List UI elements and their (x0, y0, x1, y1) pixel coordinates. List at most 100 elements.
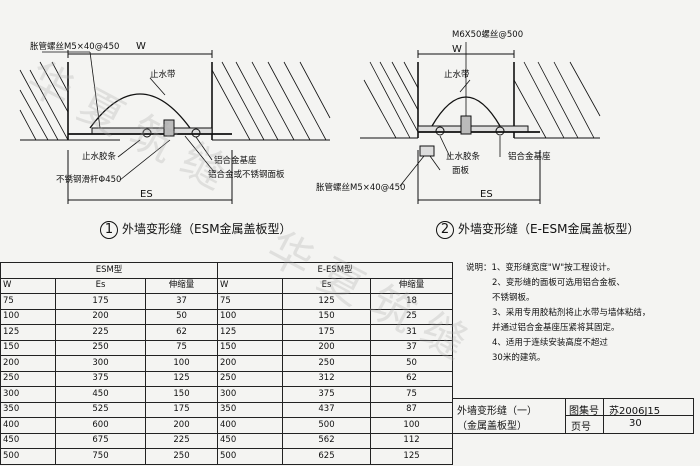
table-cell: 300 (217, 386, 284, 403)
table-cell: 450 (0, 432, 56, 449)
fig1-waterstop-label: 止水带 (150, 70, 176, 80)
table-cell: 125 (217, 324, 284, 341)
table-cell: 250 (282, 355, 372, 372)
table-cell: 150 (144, 386, 219, 403)
table-cell: 175 (144, 401, 219, 418)
fig2-number: 2 (436, 220, 454, 239)
table-cell: 400 (217, 417, 284, 434)
col-header: W (0, 277, 56, 294)
note-item: 不锈钢板。 (492, 293, 535, 303)
table-cell: 375 (55, 370, 146, 387)
table-cell: 500 (282, 417, 372, 434)
table-cell: 200 (217, 355, 284, 372)
table-cell: 50 (370, 355, 454, 372)
table-cell: 312 (282, 370, 372, 387)
table-cell: 112 (370, 432, 454, 449)
note-item: 3、采用专用胶粘剂将止水带与墙体粘结， (492, 308, 651, 318)
table-cell: 200 (0, 355, 56, 372)
fig1-w-label: W (136, 41, 146, 52)
fig2-w-label: W (452, 44, 462, 55)
table-cell: 125 (0, 324, 56, 341)
table-cell: 350 (0, 401, 56, 418)
note-item: 4、适用于连续安装高度不超过 (492, 338, 608, 348)
atlas-label: 图集号 (569, 406, 599, 417)
note-item: 2、变形缝的面板可选用铝合金板、 (492, 278, 625, 288)
table-cell: 50 (144, 308, 219, 325)
fig1-bolt-label: 胀管螺丝M5×40@450 (30, 42, 120, 52)
table-cell: 250 (0, 370, 56, 387)
table-cell: 250 (217, 370, 284, 387)
table-cell: 75 (0, 293, 56, 310)
fig2-caption-text: 外墙变形缝（E-ESM金属盖板型） (458, 222, 640, 236)
table-cell: 675 (55, 432, 146, 449)
fig1-es-label: ES (140, 189, 153, 200)
table-cell: 18 (370, 293, 454, 310)
page-label: 页号 (571, 422, 591, 433)
fig2-caption: 2 外墙变形缝（E-ESM金属盖板型） (436, 220, 639, 239)
title-line-1: 外墙变形缝（一） (457, 406, 537, 417)
table-cell: 75 (144, 339, 219, 356)
table-cell: 150 (0, 339, 56, 356)
fig1-rod-label: 不锈钢滑杆Φ450 (56, 175, 122, 185)
page-value: 30 (629, 418, 642, 429)
table-cell: 62 (370, 370, 454, 387)
table-cell: 600 (55, 417, 146, 434)
col-header: Es (55, 277, 146, 294)
table-cell: 175 (55, 293, 146, 310)
group-esm: ESM型 (0, 262, 219, 279)
title-block: 外墙变形缝（一） （金属盖板型） 图集号 苏2006J15 页号 30 (452, 398, 694, 434)
fig2-waterstop-label: 止水带 (444, 70, 470, 80)
table-cell: 300 (55, 355, 146, 372)
col-header: W (217, 277, 284, 294)
fig2-es-label: ES (480, 189, 493, 200)
table-cell: 625 (282, 448, 372, 465)
fig2-strip-label: 止水胶条 (446, 152, 481, 162)
note-item: 并通过铝合金基座压紧将其固定。 (492, 323, 620, 333)
table-cell: 37 (370, 339, 454, 356)
atlas-value: 苏2006J15 (609, 406, 661, 417)
table-cell: 100 (370, 417, 454, 434)
fig2-base-label: 铝合金基座 (508, 152, 551, 162)
table-cell: 62 (144, 324, 219, 341)
table-cell: 100 (0, 308, 56, 325)
table-cell: 400 (0, 417, 56, 434)
col-header: 伸缩量 (144, 277, 219, 294)
table-cell: 100 (217, 308, 284, 325)
fig1-strip-label: 止水胶条 (82, 152, 117, 162)
notes: 说明：1、变形缝宽度"W"按工程设计。 2、变形缝的面板可选用铝合金板、 不锈钢… (466, 261, 650, 366)
table-cell: 37 (144, 293, 219, 310)
col-header: Es (282, 277, 372, 294)
table-cell: 500 (217, 448, 284, 465)
table-cell: 31 (370, 324, 454, 341)
table-cell: 125 (370, 448, 454, 465)
table-cell: 450 (55, 386, 146, 403)
figure-2-drawing (360, 42, 601, 204)
fig1-caption: 1 外墙变形缝（ESM金属盖板型） (100, 220, 292, 239)
fig2-face-label: 面板 (452, 166, 470, 176)
table-cell: 450 (217, 432, 284, 449)
table-cell: 87 (370, 401, 454, 418)
table-header-row: W Es 伸缩量 W Es 伸缩量 (0, 277, 454, 294)
table-cell: 225 (144, 432, 219, 449)
fig1-caption-text: 外墙变形缝（ESM金属盖板型） (122, 222, 292, 236)
table-cell: 25 (370, 308, 454, 325)
table-cell: 125 (144, 370, 219, 387)
table-cell: 562 (282, 432, 372, 449)
col-header: 伸缩量 (370, 277, 454, 294)
table-cell: 125 (282, 293, 372, 310)
fig1-base-label: 铝合金基座 (214, 156, 257, 166)
notes-head: 说明：1、变形缝宽度"W"按工程设计。 (466, 263, 616, 273)
note-item: 30米的建筑。 (492, 353, 546, 363)
title-line-2: （金属盖板型） (457, 421, 527, 432)
fig1-number: 1 (100, 220, 118, 239)
table-cell: 150 (282, 308, 372, 325)
table-cell: 225 (55, 324, 146, 341)
